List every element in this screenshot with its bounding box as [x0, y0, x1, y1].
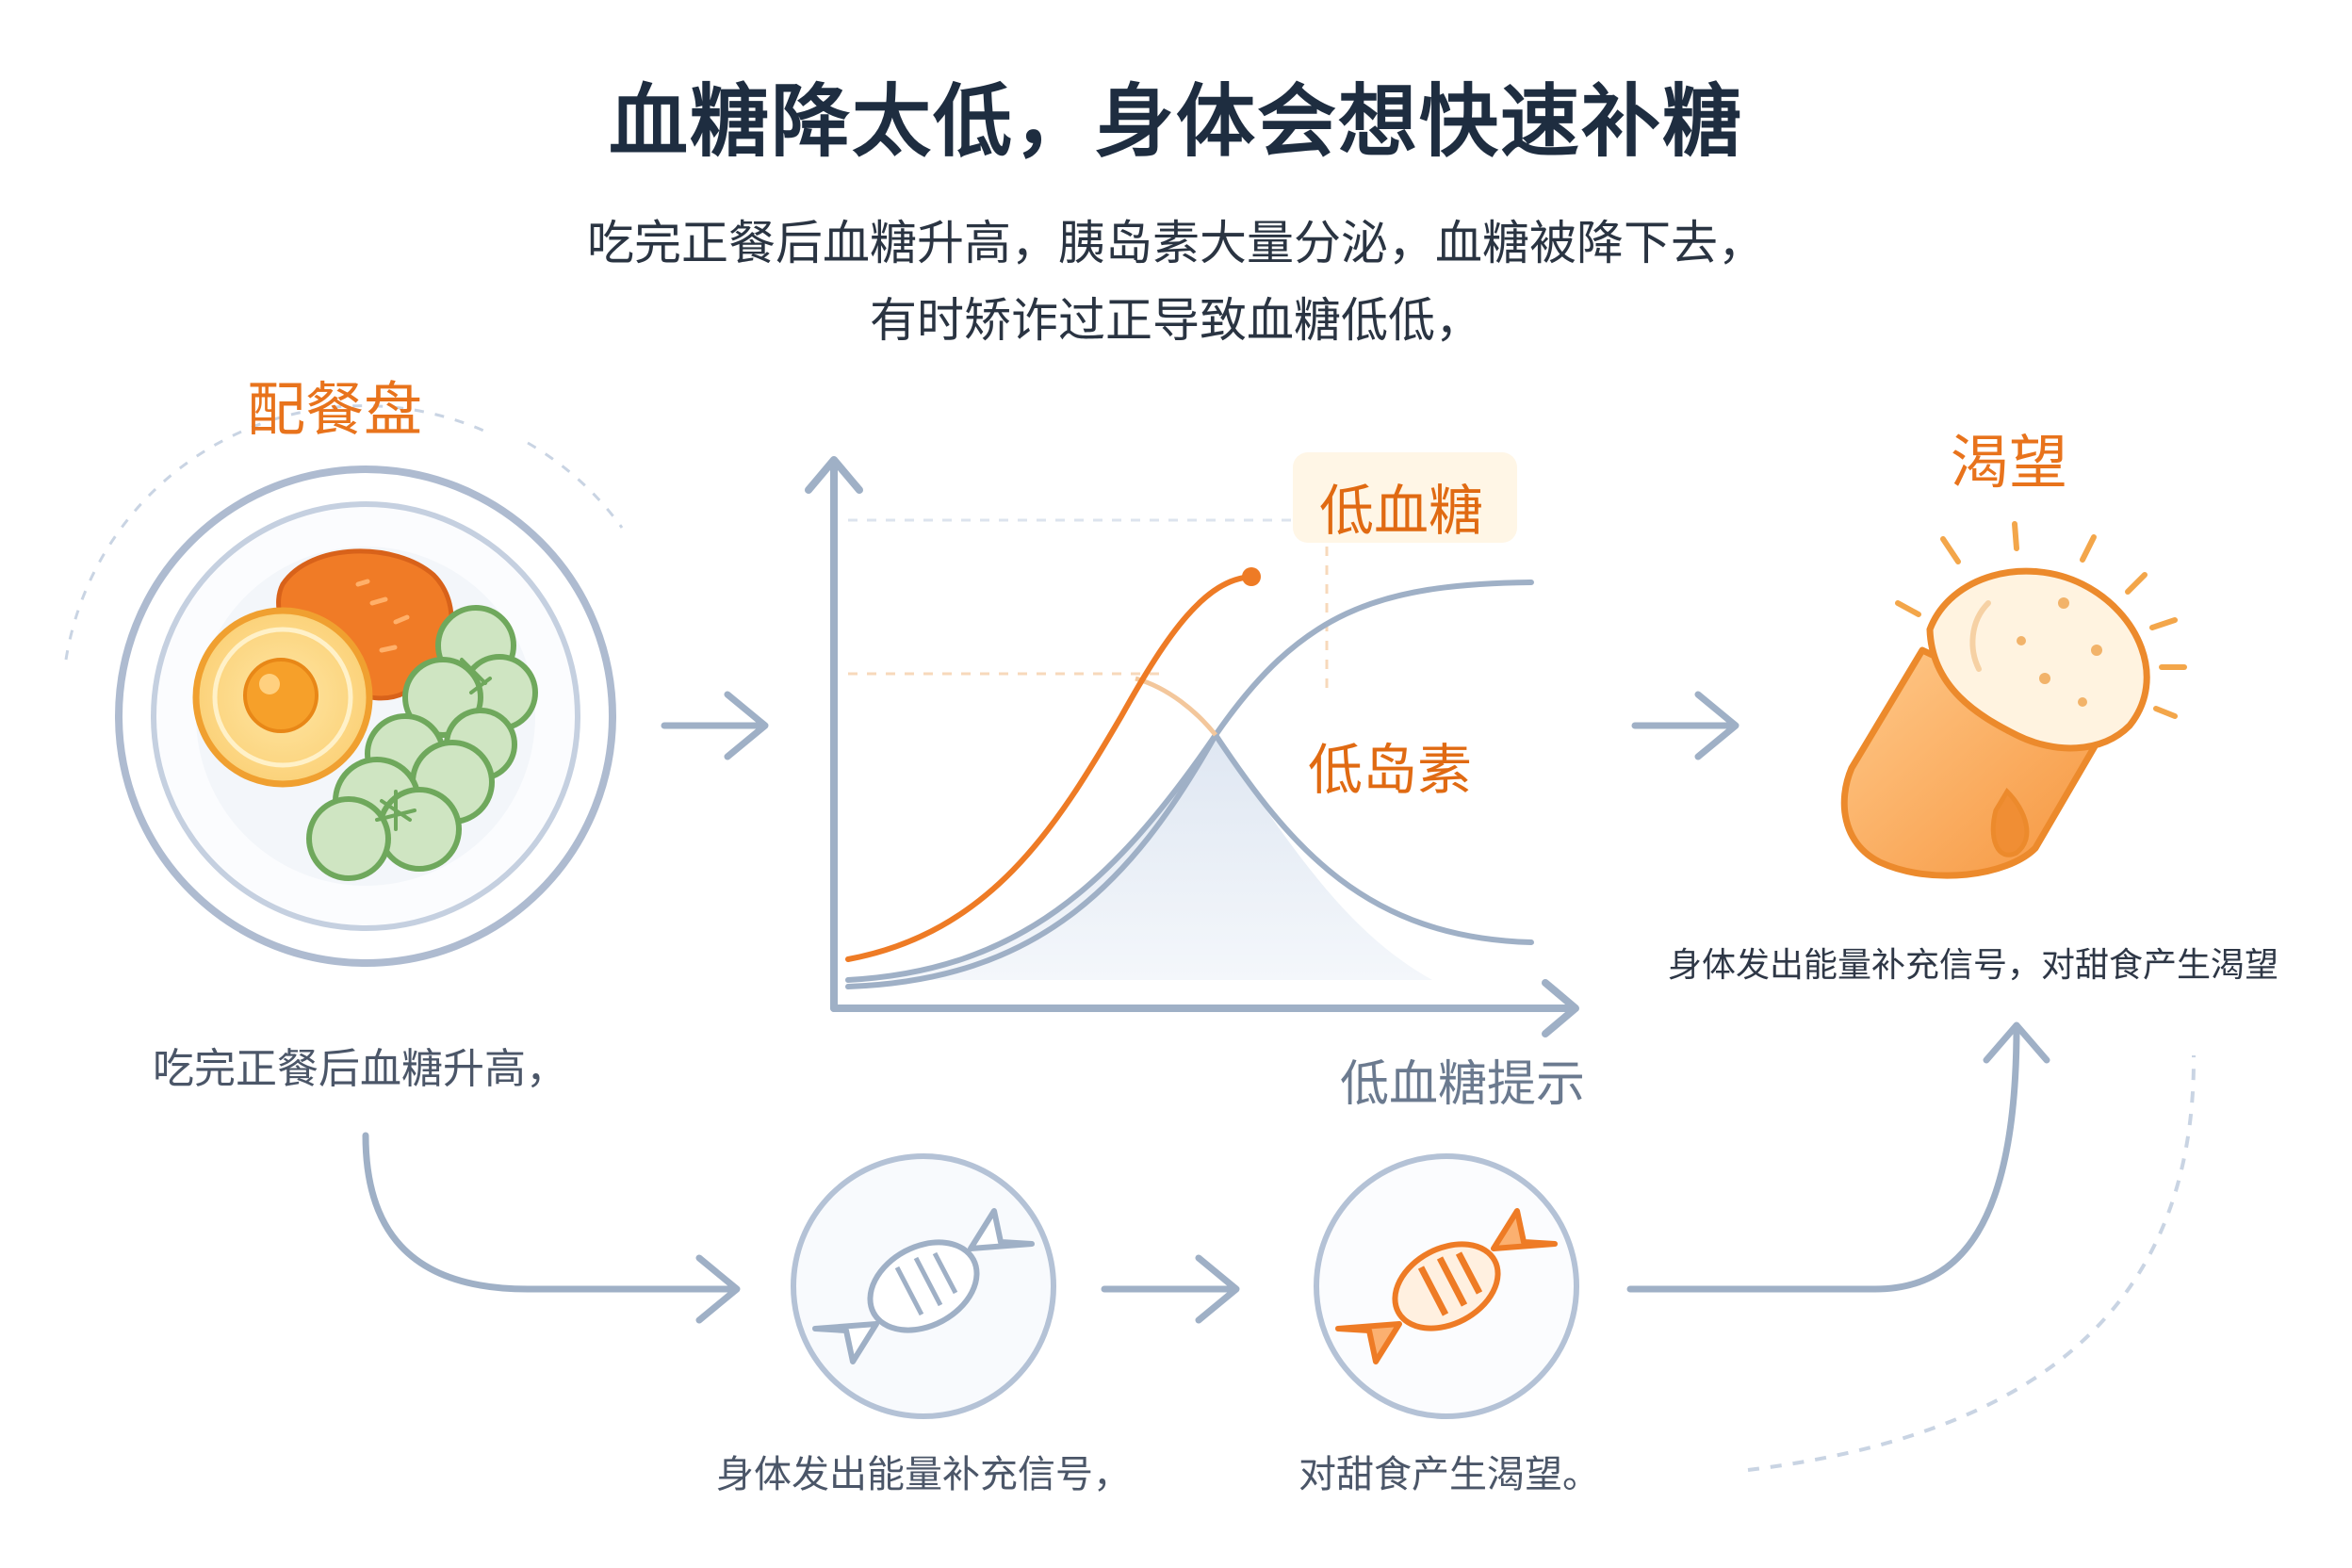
craving-caption: 身体发出能量补充信号，对甜食产生渴望 — [1668, 946, 2279, 985]
graph-label-high: 低血糖 — [1319, 479, 1484, 543]
plate-caption: 吃完正餐后血糖升高， — [153, 1045, 567, 1093]
candy-step-2 — [1314, 1153, 1579, 1419]
graph-label-low: 低岛素 — [1308, 738, 1473, 802]
subtitle-line-1: 吃完正餐后血糖升高，胰岛素大量分泌，血糖被降下去， — [587, 216, 1765, 270]
flow-arrow — [362, 1132, 741, 1324]
step-caption-signal: 身体发出能量补充信号， — [716, 1453, 1131, 1496]
flow-arrow — [1631, 691, 1740, 760]
candy-step-1 — [791, 1153, 1056, 1419]
candy-icon — [1335, 1208, 1558, 1364]
flow-arrow — [1101, 1254, 1240, 1324]
craving-title: 渴望 — [1951, 428, 2068, 497]
flow-arrow — [1626, 1021, 2050, 1293]
plate-title: 配餐盘 — [247, 375, 423, 444]
step-caption-sweet: 对甜食产生渴望。 — [1298, 1453, 1600, 1496]
meal-plate-icon — [64, 404, 624, 967]
graph-axis-caption: 低血糖提示 — [1340, 1056, 1586, 1113]
subtitle-line-2: 有时矫诈过正导致血糖低低， — [870, 293, 1482, 348]
candy-icon — [812, 1208, 1035, 1364]
ice-cream-icon — [1840, 521, 2187, 879]
return-dashed-arc — [1747, 1054, 2197, 1472]
flow-arrow — [661, 691, 769, 760]
glucose-insulin-graph — [805, 452, 1579, 1037]
page-title: 血糖降太低，身体会想快速补糖 — [608, 75, 1743, 168]
